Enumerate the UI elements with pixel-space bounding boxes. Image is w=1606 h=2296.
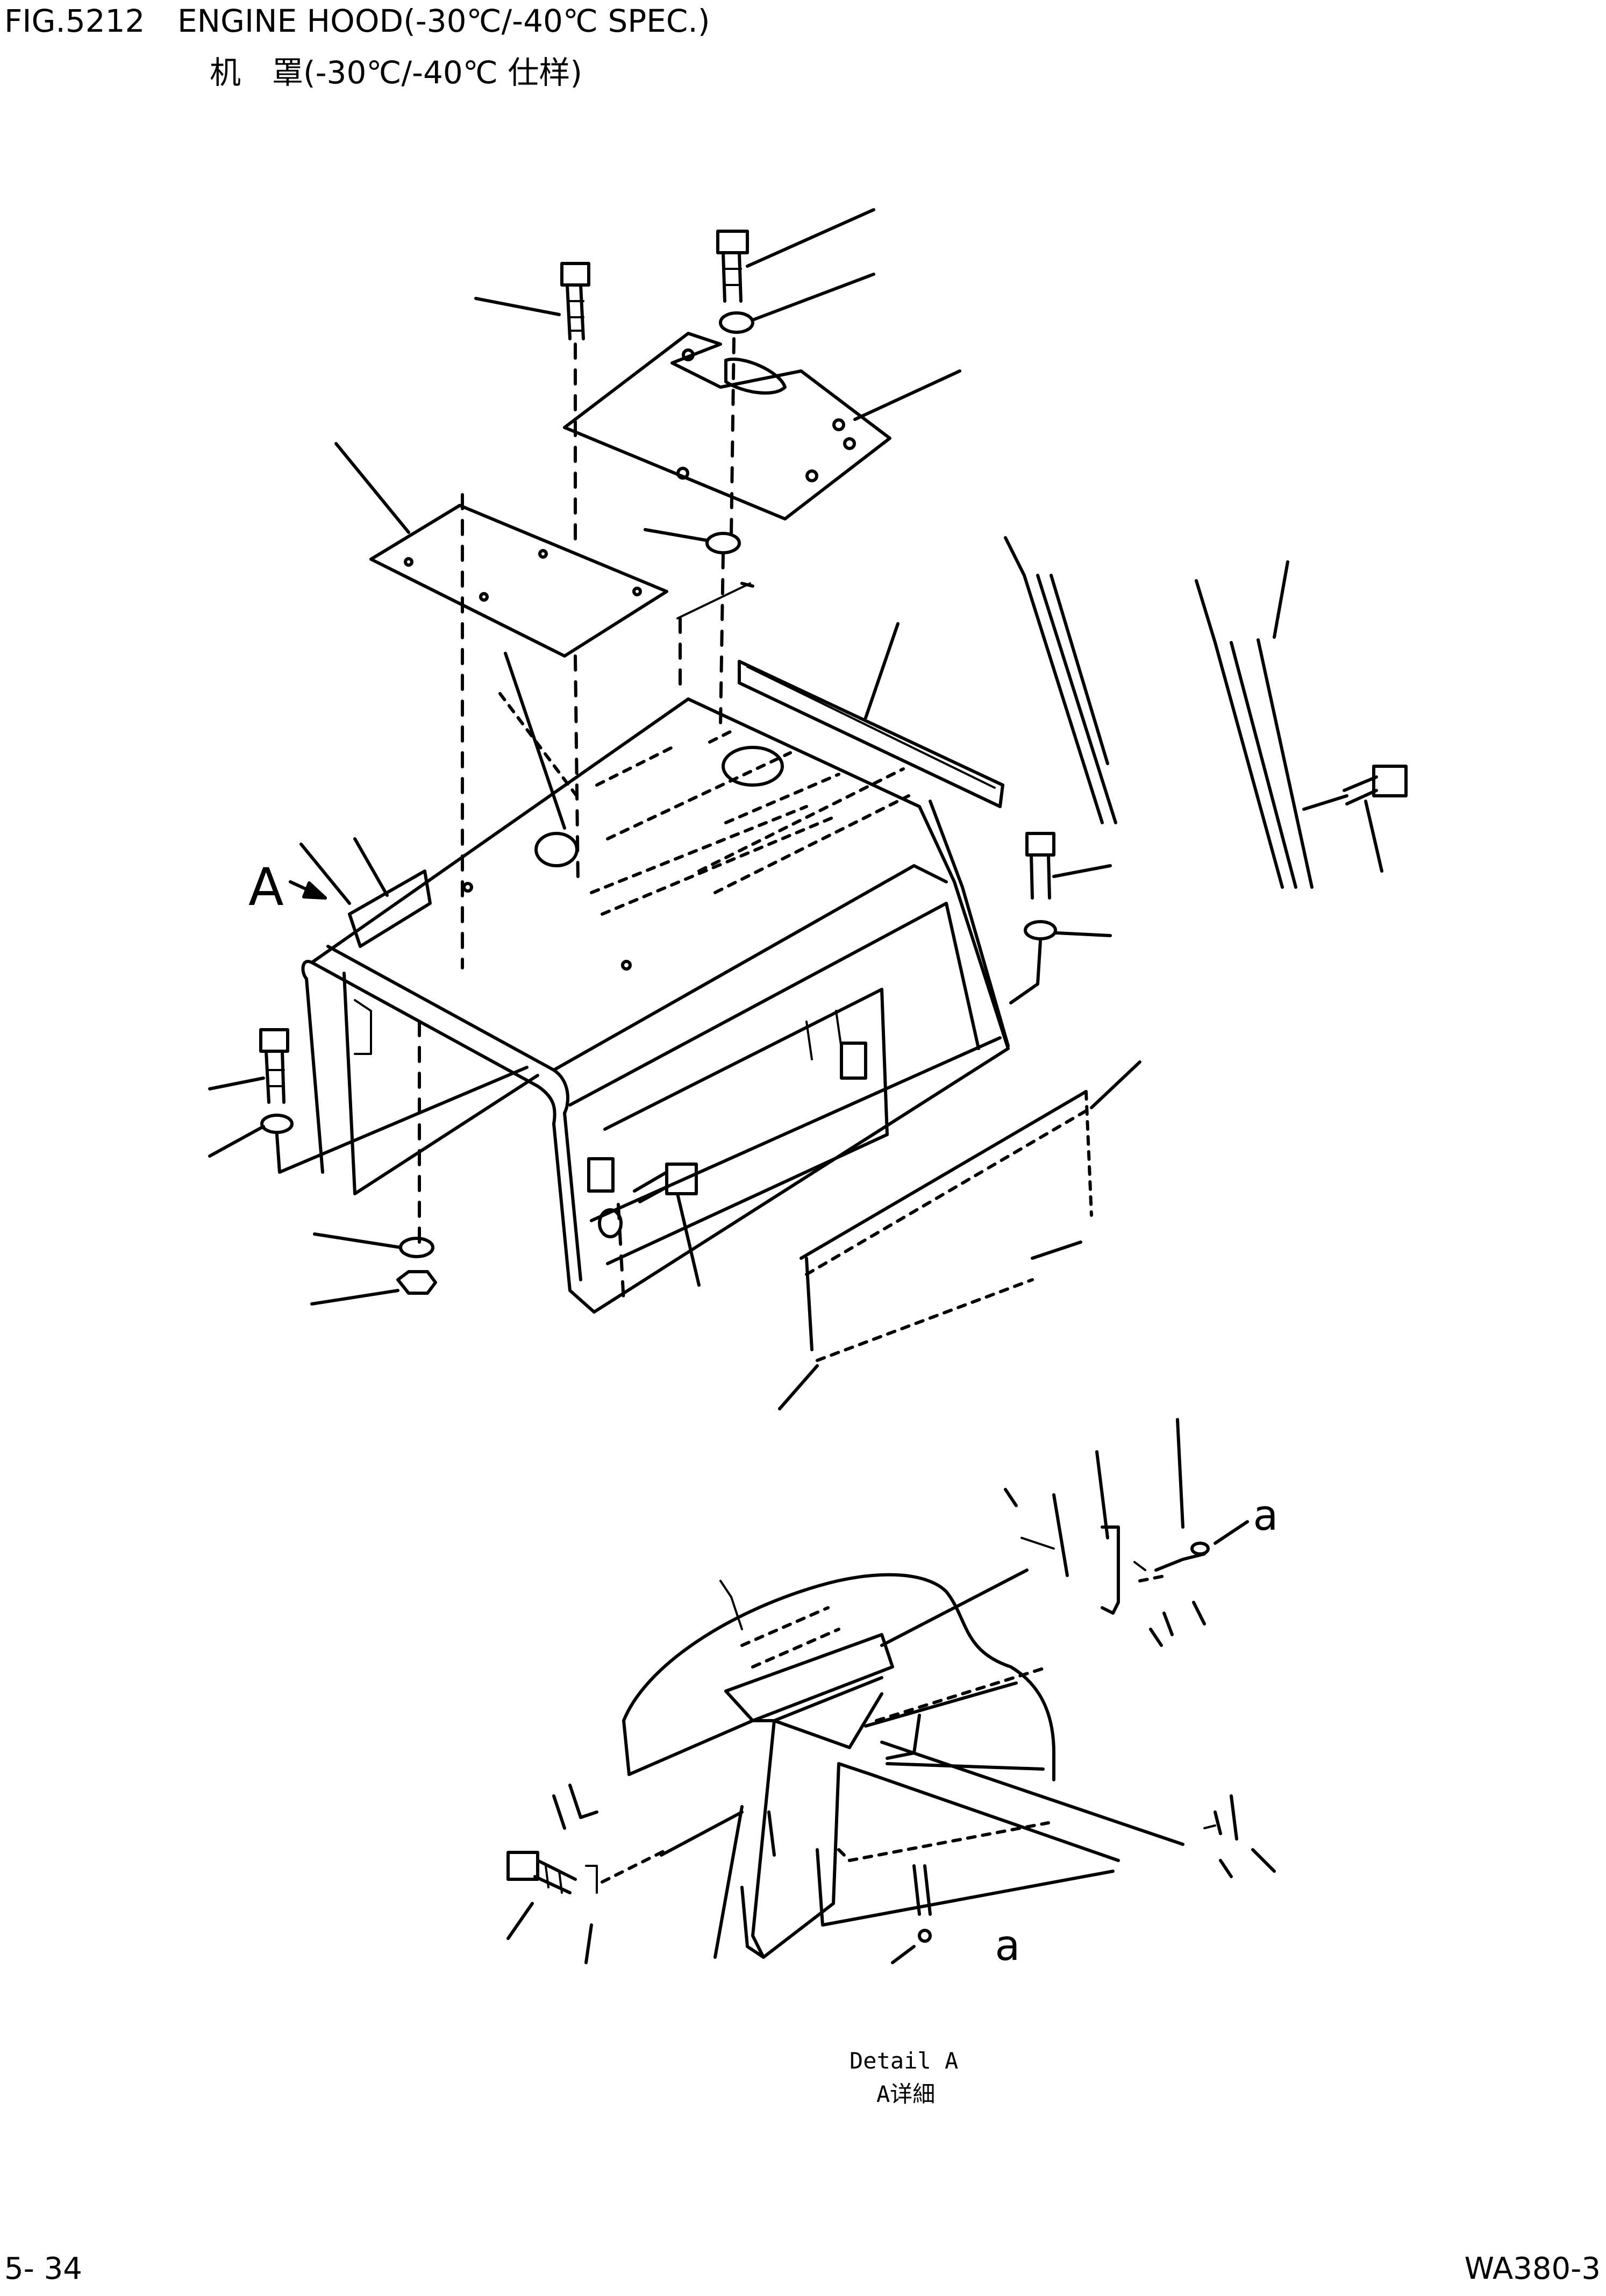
detail-pin-left	[552, 1784, 598, 1964]
top-bolt-left	[474, 262, 590, 340]
left-bolt	[208, 1028, 289, 1104]
side-mount-bolt	[598, 1163, 701, 1287]
lower-nut	[310, 1270, 437, 1306]
detail-bolt	[506, 1851, 577, 1940]
grommet	[644, 528, 741, 554]
hood-bracket-front	[299, 837, 432, 948]
top-bolt-right	[716, 208, 875, 303]
detail-label-english: Detail A	[850, 2048, 959, 2074]
top-washer	[719, 273, 875, 334]
engine-hood-main-body	[301, 652, 1010, 1314]
figure-title-japanese: 机 罩(-30℃/-40℃ 仕样)	[210, 54, 582, 91]
detail-pin-bottom-right	[1203, 1794, 1276, 1878]
left-washer	[208, 1066, 529, 1174]
figure-number: FIG.5212	[4, 3, 145, 39]
rubber-seal-strip	[738, 622, 1004, 808]
model-number: WA380-3	[1464, 2251, 1601, 2286]
detail-reference-a-lower: a	[995, 1922, 1020, 1970]
detail-a-view	[601, 1568, 1184, 1964]
right-side-bolt	[1009, 832, 1112, 1004]
figure-title: ENGINE HOOD(-30℃/-40℃ SPEC.)	[177, 3, 710, 39]
left-cover-plate	[334, 442, 668, 658]
side-seal-strip-left	[1004, 536, 1117, 824]
callout-label-a: A	[248, 857, 284, 917]
side-seal-strip-right	[1195, 560, 1314, 889]
side-panel-seal	[778, 1060, 1141, 1410]
detail-label-japanese: A详細	[876, 2081, 936, 2107]
detail-reference-a-upper: a	[1253, 1492, 1278, 1540]
detail-pin-right	[1004, 1418, 1249, 1647]
upper-cover-plate	[563, 332, 961, 520]
page-number: 5- 34	[4, 2251, 82, 2286]
lower-washer	[313, 1232, 434, 1258]
callout-arrow	[289, 880, 327, 900]
side-bolt	[1302, 765, 1408, 873]
